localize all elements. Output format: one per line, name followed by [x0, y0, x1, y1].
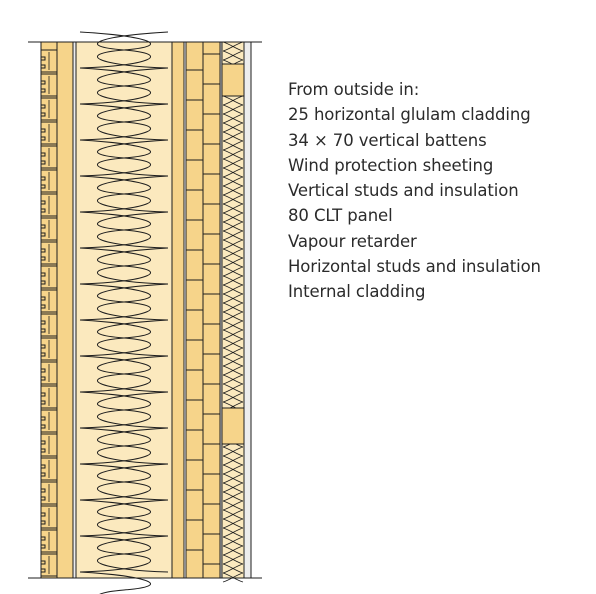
- insulation-loops-mirror: [79, 31, 169, 573]
- cladding-tongue: [41, 176, 46, 189]
- legend-item-horizontal-studs: Horizontal studs and insulation: [288, 257, 541, 277]
- horizontal-studs-insulation-layer: [221, 41, 245, 583]
- clt-panel-layer: [185, 41, 221, 579]
- cladding-tongue: [41, 392, 46, 405]
- cladding-tongue: [41, 272, 46, 285]
- service-insulation-hatch: [222, 41, 244, 583]
- wall-section-drawing: [28, 31, 262, 594]
- cladding-tongue: [41, 248, 46, 261]
- section-break-lines: [28, 41, 262, 579]
- horizontal-stud: [221, 63, 245, 97]
- cladding-tongue: [41, 440, 46, 453]
- cladding-tongue: [41, 296, 46, 309]
- cladding-tongue: [41, 512, 46, 525]
- cladding-tongue: [41, 224, 46, 237]
- vertical-battens-layer: [56, 41, 74, 579]
- cladding-tongue: [41, 560, 46, 573]
- cladding-tongue: [41, 128, 46, 141]
- legend-item-glulam-cladding: 25 horizontal glulam cladding: [288, 105, 531, 125]
- cladding-tongue: [41, 488, 46, 501]
- cladding-tongue: [41, 344, 46, 357]
- legend-item-clt-panel: 80 CLT panel: [288, 206, 393, 226]
- cladding-tongue: [41, 320, 46, 333]
- legend-heading: From outside in:: [288, 80, 420, 99]
- cladding-tongue: [41, 80, 46, 93]
- cladding-tongue: [41, 152, 46, 165]
- cladding-tongue: [41, 104, 46, 117]
- internal-board: [243, 41, 252, 579]
- cladding-tongue: [41, 464, 46, 477]
- glulam-cladding-layer: [40, 41, 58, 579]
- legend-item-vapour-retarder: Vapour retarder: [288, 231, 417, 251]
- legend-item-wind-protection: Wind protection sheeting: [288, 155, 494, 175]
- legend-item-internal-cladding: Internal cladding: [288, 282, 426, 302]
- cladding-tongue: [41, 56, 46, 69]
- vertical-stud: [171, 41, 185, 579]
- cladding-tongue: [41, 368, 46, 381]
- layer-legend: From outside in: 25 horizontal glulam cl…: [288, 77, 541, 305]
- batten: [56, 41, 74, 579]
- internal-cladding-layer: [243, 41, 252, 579]
- legend-item-vertical-battens: 34 × 70 vertical battens: [288, 130, 487, 150]
- horizontal-stud: [221, 407, 245, 445]
- vertical-studs-insulation-layer: [75, 31, 185, 594]
- cladding-tongue: [41, 536, 46, 549]
- legend-item-vertical-studs: Vertical studs and insulation: [288, 181, 519, 201]
- cladding-tongue: [41, 416, 46, 429]
- cladding-tongue: [41, 200, 46, 213]
